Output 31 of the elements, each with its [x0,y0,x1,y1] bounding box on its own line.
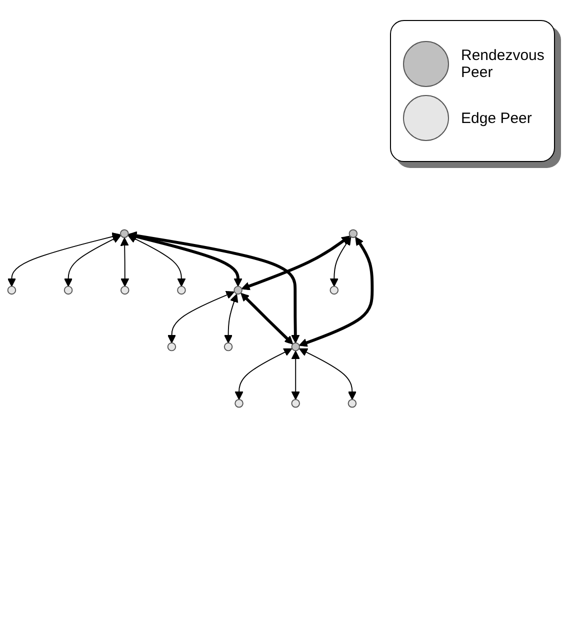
node-circle [234,286,242,295]
arrow [240,292,294,344]
node-circle [177,286,186,295]
node-circle [330,286,339,295]
node-circle [291,398,300,408]
node-circle [234,398,244,408]
node-circle [348,229,358,238]
arrow [128,232,242,287]
node-circle [120,286,130,295]
node-circle [348,398,357,408]
arrow [291,350,300,400]
arrow [128,231,300,344]
node-circle [291,342,300,352]
arrow [64,235,121,287]
arrow [234,348,292,400]
node-circle [7,286,16,295]
node-circle [224,342,233,352]
arrow [7,232,121,287]
arrow [128,235,186,287]
node-circle [64,286,73,295]
legend-label: Rendezvous Peer [461,47,544,81]
node-circle [167,342,176,352]
arrow [224,294,238,344]
arrow [241,236,350,290]
legend-label: Edge Peer [461,110,532,126]
arrow [330,236,352,287]
arrow [299,348,356,400]
arrow [298,236,374,347]
arrow [120,238,130,287]
node-circle [120,229,129,238]
arrow [167,290,234,344]
